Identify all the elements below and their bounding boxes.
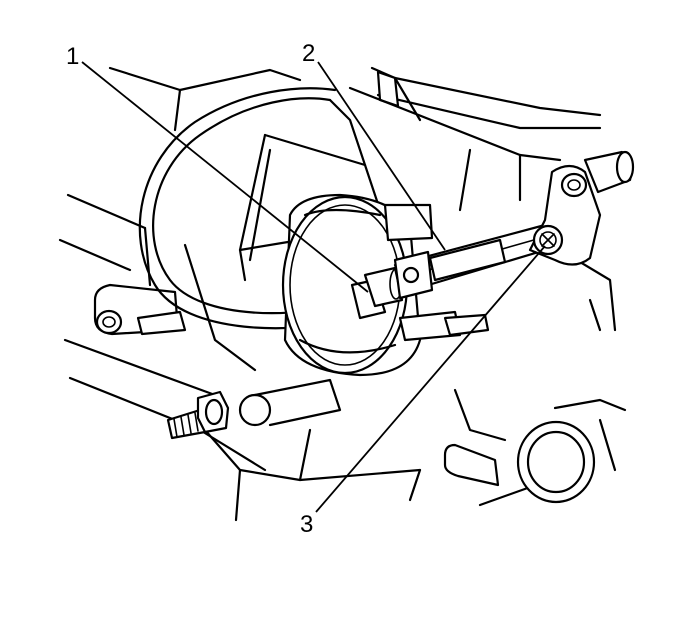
housing bbox=[58, 66, 627, 522]
duct-pipe-opening bbox=[516, 398, 627, 504]
stud-bolt bbox=[166, 390, 230, 440]
callout-number-2: 2 bbox=[302, 40, 315, 67]
actuator-arm bbox=[393, 223, 554, 300]
leader-line-3 bbox=[315, 245, 546, 513]
callout-leaders bbox=[81, 61, 546, 513]
callout-number-3: 3 bbox=[300, 511, 313, 538]
leader-line-1 bbox=[81, 61, 369, 293]
leader-line-2 bbox=[317, 61, 446, 251]
vacuum-hose bbox=[138, 87, 360, 330]
door-lever bbox=[528, 150, 635, 266]
callout-number-1: 1 bbox=[66, 43, 79, 70]
hose-connector bbox=[350, 266, 404, 320]
